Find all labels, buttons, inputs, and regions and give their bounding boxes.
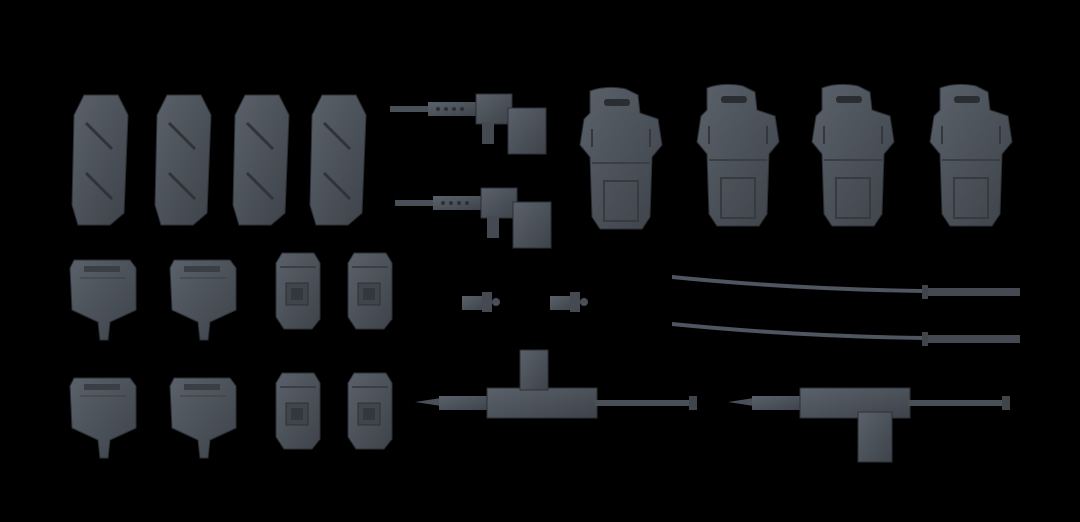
katana-icon bbox=[672, 322, 1020, 346]
leg-armor-icon bbox=[347, 372, 393, 450]
machine-gun-icon bbox=[389, 93, 547, 155]
leg-armor-icon bbox=[275, 372, 321, 450]
skirt-armor-icon bbox=[69, 259, 137, 341]
skirt-armor-icon bbox=[169, 377, 237, 459]
armor-plate-icon bbox=[929, 83, 1013, 228]
shoulder-shield-icon bbox=[231, 93, 291, 227]
armor-plate-icon bbox=[696, 83, 780, 228]
shoulder-shield-icon bbox=[153, 93, 213, 227]
bazooka-grip-icon bbox=[519, 349, 549, 391]
machine-gun-icon bbox=[394, 187, 552, 249]
leg-armor-icon bbox=[275, 252, 321, 330]
bazooka-magazine-icon bbox=[857, 411, 893, 463]
hand-part-icon bbox=[462, 292, 500, 312]
bazooka-icon bbox=[414, 387, 698, 419]
katana-icon bbox=[672, 275, 1020, 299]
shoulder-shield-icon bbox=[308, 93, 368, 227]
armor-plate-icon bbox=[579, 86, 663, 231]
shoulder-shield-icon bbox=[70, 93, 130, 227]
skirt-armor-icon bbox=[69, 377, 137, 459]
skirt-armor-icon bbox=[169, 259, 237, 341]
armor-plate-icon bbox=[811, 83, 895, 228]
hand-part-icon bbox=[550, 292, 588, 312]
leg-armor-icon bbox=[347, 252, 393, 330]
